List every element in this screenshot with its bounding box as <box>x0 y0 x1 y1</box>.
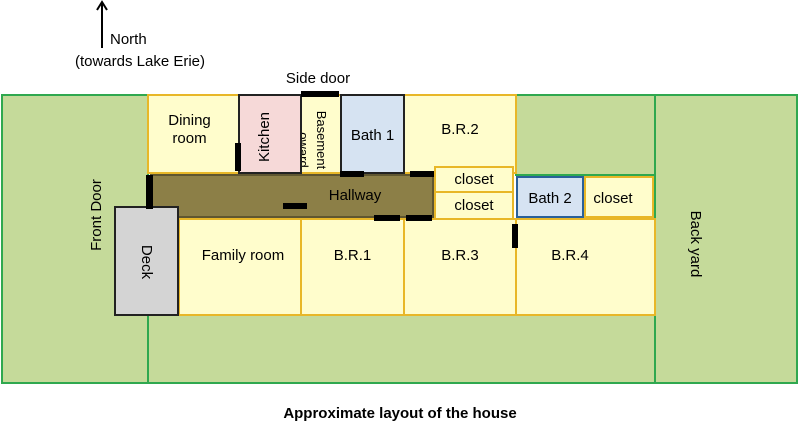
front-door-label: Front Door <box>88 179 105 251</box>
closet-right <box>584 176 654 218</box>
north-label: North <box>110 31 147 48</box>
bath1-door <box>340 171 364 177</box>
back-yard <box>654 94 798 384</box>
closet-upper <box>434 166 514 193</box>
side-door-label: Side door <box>285 70 351 87</box>
closet-lower-label: closet <box>454 197 494 214</box>
closet-lower <box>434 191 514 220</box>
br3-label: B.R.3 <box>441 247 479 264</box>
bath2-room <box>516 176 584 218</box>
family-room <box>178 218 302 316</box>
bath2-label: Bath 2 <box>528 190 572 207</box>
dining-room-label: Dining room <box>168 112 211 147</box>
kitchen-label: Kitchen <box>256 111 273 163</box>
hallway <box>150 174 434 218</box>
north-arrow <box>96 0 108 48</box>
br1-door <box>374 215 400 221</box>
br4-label: B.R.4 <box>551 247 589 264</box>
br4-door <box>512 224 518 248</box>
back-yard-label: Back yard <box>687 210 704 278</box>
br1-label: B.R.1 <box>333 247 372 264</box>
family-room-label: Family room <box>201 247 285 264</box>
side-door <box>301 91 339 97</box>
family-room-door <box>283 203 307 209</box>
kitchen-room <box>238 94 302 174</box>
dining-room <box>147 94 240 174</box>
deck <box>114 206 179 316</box>
br3-room <box>403 218 517 316</box>
br4-room <box>515 218 656 316</box>
kitchen-door <box>235 143 241 171</box>
br2-label: B.R.2 <box>441 121 479 138</box>
bottom-yard <box>147 314 656 384</box>
br1-room <box>300 218 405 316</box>
bath1-room <box>340 94 405 174</box>
north-note: (towards Lake Erie) <box>74 53 206 70</box>
hallway-label: Hallway <box>328 187 382 204</box>
closet-upper-label: closet <box>454 171 494 188</box>
br3-door <box>406 215 432 221</box>
basement-label-2: Basement <box>314 110 329 170</box>
caption: Approximate layout of the house <box>283 405 517 422</box>
closet-right-label: closet <box>593 190 633 207</box>
right-upper-yard <box>515 94 656 176</box>
deck-label: Deck <box>138 244 155 280</box>
br2-door <box>410 171 434 177</box>
front-door <box>146 175 153 209</box>
bath1-label: Bath 1 <box>350 127 395 144</box>
